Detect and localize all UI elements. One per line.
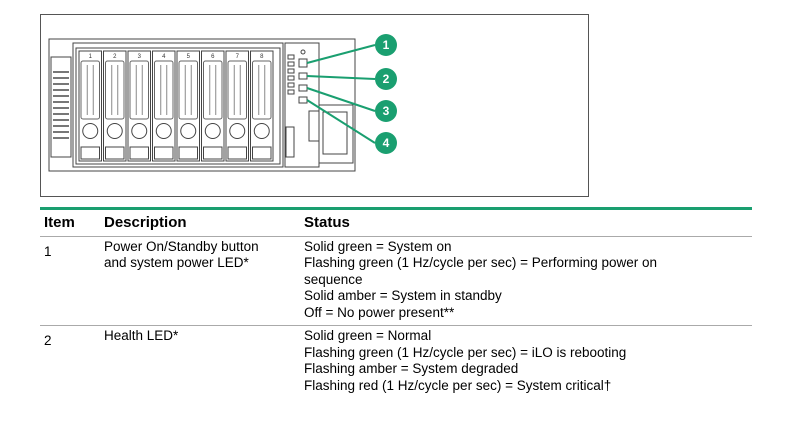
status-line: Solid green = Normal: [304, 328, 432, 343]
status-line: sequence: [304, 271, 363, 287]
drive-bay: 1: [78, 50, 102, 162]
bay-frame: [127, 50, 151, 162]
bay-release-button: [82, 123, 99, 139]
bay-frame: [250, 50, 274, 162]
status-line: Flashing green (1 Hz/cycle per sec) = iL…: [304, 344, 627, 360]
bay-number-label: 7: [236, 54, 240, 60]
handle-grip: [53, 71, 69, 139]
status-line: Flashing green (1 Hz/cycle per sec) = Pe…: [304, 255, 658, 270]
bay-handle: [252, 60, 272, 120]
drive-bay: 4: [152, 50, 176, 162]
server-front-panel-figure: 1 2 3 4 5 6 7 8 1 2 3 4: [40, 14, 589, 197]
description-line: Power On/Standby button: [104, 238, 259, 254]
callout-1: 1: [375, 34, 397, 56]
bay-number-label: 5: [187, 54, 191, 60]
callout-4: 4: [375, 132, 397, 154]
table-header-row: Item Description Status: [40, 208, 752, 236]
bay-handle: [80, 60, 100, 120]
bay-release-button: [155, 123, 172, 139]
drive-bay: 7: [225, 50, 249, 162]
drive-bay: 2: [103, 50, 127, 162]
status-line: Solid green = System on: [304, 238, 452, 254]
bay-handle: [227, 60, 247, 120]
bay-label-plate: [252, 146, 272, 160]
header-description: Description: [104, 214, 187, 231]
bay-frame: [78, 50, 102, 162]
bay-number-label: 8: [260, 54, 264, 60]
bay-frame: [225, 50, 249, 162]
bay-label-plate: [154, 146, 174, 160]
callout-3: 3: [375, 100, 397, 122]
item-number: 2: [44, 333, 52, 348]
power-button-and-leds: [298, 49, 308, 104]
status-line: Flashing amber = System degraded: [304, 361, 519, 376]
led-status-table: Item Description Status 1 Power On/Standb…: [40, 207, 752, 398]
item-number: 1: [44, 243, 52, 259]
bay-label-plate: [178, 146, 198, 160]
status-line: Solid amber = System in standby: [304, 288, 502, 303]
bay-label-plate: [80, 146, 100, 160]
bay-handle: [154, 60, 174, 120]
drive-bay: 5: [176, 50, 200, 162]
drive-bay: 3: [127, 50, 151, 162]
bay-label-plate: [227, 146, 247, 160]
item-description: Health LED*: [100, 326, 300, 399]
bay-frame: [103, 50, 127, 162]
header-status: Status: [304, 214, 350, 231]
bay-release-button: [229, 123, 246, 139]
bay-label-plate: [129, 146, 149, 160]
drive-bay: 6: [201, 50, 225, 162]
bay-release-button: [180, 123, 197, 139]
bay-release-button: [253, 123, 270, 139]
status-line: Off = No power present**: [304, 304, 455, 320]
bay-number-label: 1: [89, 54, 93, 60]
callout-2: 2: [375, 68, 397, 90]
bay-handle: [105, 60, 125, 120]
led-column: [287, 54, 295, 95]
bay-handle: [178, 60, 198, 120]
bay-release-button: [204, 123, 221, 139]
bay-frame: [152, 50, 176, 162]
description-line: and system power LED*: [104, 255, 249, 270]
drive-bays: 1 2 3 4 5 6 7 8: [78, 50, 274, 162]
bay-frame: [176, 50, 200, 162]
bay-number-label: 4: [162, 54, 166, 60]
bay-frame: [201, 50, 225, 162]
bay-handle: [203, 60, 223, 120]
bay-label-plate: [203, 146, 223, 160]
bay-release-button: [131, 123, 148, 139]
callout-leader-lines: [306, 44, 376, 144]
bay-number-label: 3: [138, 54, 142, 60]
bay-handle: [129, 60, 149, 120]
bay-release-button: [106, 123, 123, 139]
bay-number-label: 2: [113, 54, 117, 60]
description-line: Health LED*: [104, 328, 179, 343]
bay-label-plate: [105, 146, 125, 160]
status-line: Flashing red (1 Hz/cycle per sec) = Syst…: [304, 377, 612, 393]
drive-bay: 8: [250, 50, 274, 162]
bay-number-label: 6: [211, 54, 215, 60]
header-item: Item: [44, 214, 75, 231]
server-illustration: 1 2 3 4 5 6 7 8: [48, 38, 376, 172]
